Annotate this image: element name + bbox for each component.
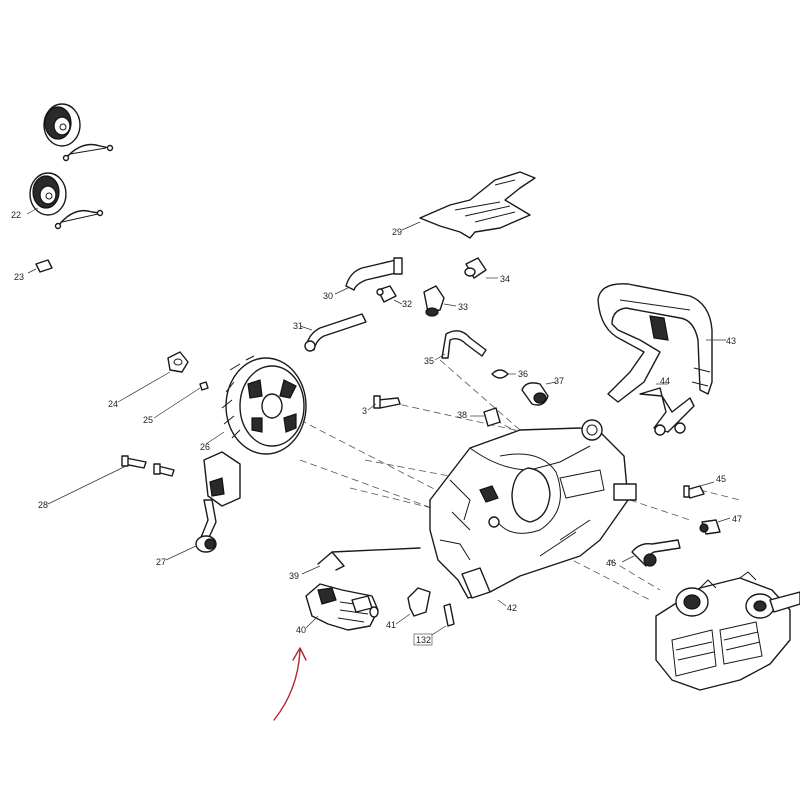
label-22: 22 [11, 210, 21, 220]
label-33: 33 [458, 302, 468, 312]
screw-45 [683, 485, 705, 499]
label-132-box [413, 633, 433, 646]
fitting-32 [376, 285, 397, 303]
fuel-line-46 [631, 539, 681, 567]
label-23: 23 [14, 272, 24, 282]
fitting-47 [699, 519, 721, 535]
nut-24 [167, 351, 189, 373]
label-40: 40 [296, 625, 306, 635]
engine-assembly [655, 571, 800, 691]
label-132: 132 [416, 635, 431, 645]
starter-pulley-top [43, 103, 114, 162]
label-41: 41 [386, 620, 396, 630]
label-44: 44 [660, 376, 670, 386]
label-29: 29 [392, 227, 402, 237]
brake-part-40 [305, 583, 379, 631]
label-46: 46 [606, 558, 616, 568]
crankcase-housing-42 [429, 419, 637, 599]
pipe-30 [345, 257, 403, 291]
label-39: 39 [289, 571, 299, 581]
label-31: 31 [293, 321, 303, 331]
clip-36 [491, 369, 509, 379]
label-24: 24 [108, 399, 118, 409]
label-25: 25 [143, 415, 153, 425]
label-34: 34 [500, 274, 510, 284]
starter-pulley-bottom [29, 172, 104, 230]
label-32: 32 [402, 299, 412, 309]
label-36: 36 [518, 369, 528, 379]
bushing-38 [483, 407, 501, 427]
grommet-37 [521, 382, 549, 406]
label-37: 37 [554, 376, 564, 386]
part-labels: 22 23 24 25 26 27 28 29 30 31 32 33 34 3… [11, 210, 742, 646]
hose-31 [304, 313, 367, 352]
bolt-23 [35, 259, 53, 273]
plug-34 [464, 257, 487, 279]
label-35: 35 [424, 356, 434, 366]
top-cover [419, 171, 536, 239]
label-27: 27 [156, 557, 166, 567]
bolt-3 [373, 395, 401, 409]
ignition-coil-27 [195, 451, 241, 553]
red-arrow-indicator [273, 647, 307, 721]
label-3: 3 [362, 406, 367, 416]
hose-35 [441, 330, 487, 359]
label-30: 30 [323, 291, 333, 301]
pin-132 [443, 603, 455, 627]
label-28: 28 [38, 500, 48, 510]
label-45: 45 [716, 474, 726, 484]
wire-39 [317, 547, 421, 571]
handle-guard-43 [597, 283, 713, 403]
label-26: 26 [200, 442, 210, 452]
key-25 [199, 381, 209, 391]
label-38: 38 [457, 410, 467, 420]
oil-cap-33 [423, 285, 445, 317]
flywheel-26 [221, 355, 307, 455]
label-42: 42 [507, 603, 517, 613]
bolts-28 [121, 455, 175, 477]
bracket-44 [639, 387, 695, 436]
label-47: 47 [732, 514, 742, 524]
clip-41 [407, 587, 431, 617]
label-43: 43 [726, 336, 736, 346]
